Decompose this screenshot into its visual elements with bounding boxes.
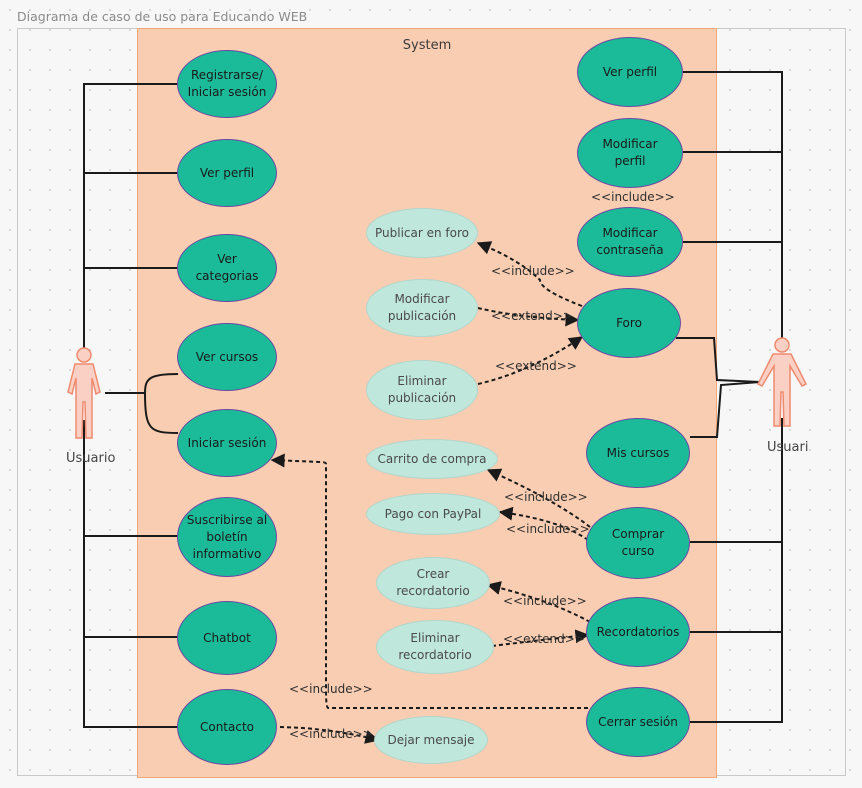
dependency-connectors: [270, 241, 591, 744]
assoc-usuario-iniciar-sesion[interactable]: [144, 392, 179, 434]
right-actor-associations: [676, 71, 783, 723]
use-case-crear-recordatorio[interactable]: Crear recordatorio: [376, 557, 490, 609]
link-modificar-pub-foro[interactable]: [477, 307, 580, 327]
include-label: <<include>>: [591, 190, 675, 204]
use-case-publicar-foro[interactable]: Publicar en foro: [366, 208, 478, 258]
use-case-modificar-perfil[interactable]: Modificar perfil: [577, 118, 683, 188]
link-comprar-carrito[interactable]: [486, 468, 591, 528]
link-contacto-mensaje[interactable]: [279, 726, 380, 744]
use-case-cerrar-sesion[interactable]: Cerrar sesión: [586, 687, 690, 757]
diagram-title: Diagrama de caso de uso para Educando WE…: [17, 9, 308, 24]
use-case-ver-categorias[interactable]: Ver categorias: [177, 234, 277, 302]
usuario-actor-label: Usuario: [66, 451, 116, 466]
assoc-usuario-ver-cursos[interactable]: [105, 373, 179, 394]
extend-label: <<extend>>: [503, 632, 585, 646]
usuari-actor-label: Usuari: [767, 440, 809, 455]
use-case-foro[interactable]: Foro: [577, 288, 681, 358]
use-case-carrito-compra[interactable]: Carrito de compra: [366, 439, 498, 479]
assoc-usuario-registrarse[interactable]: [83, 83, 178, 362]
link-cerrar-iniciar[interactable]: [270, 453, 588, 709]
assoc-usuario-chatbot[interactable]: [83, 536, 178, 638]
use-case-suscribirse[interactable]: Suscribirse al boletín informativo: [177, 497, 277, 577]
use-case-comprar-curso[interactable]: Comprar curso: [586, 507, 690, 579]
include-label: <<include>>: [504, 490, 588, 504]
extend-label: <<extend>>: [491, 309, 573, 323]
include-label: <<include>>: [289, 727, 373, 741]
include-label: <<include>>: [506, 522, 590, 536]
use-case-chatbot[interactable]: Chatbot: [177, 601, 277, 675]
use-case-iniciar-sesion[interactable]: Iniciar sesión: [177, 409, 277, 477]
use-case-pago-paypal[interactable]: Pago con PayPal: [366, 493, 500, 535]
include-label: <<include>>: [289, 682, 373, 696]
assoc-usuari-foro[interactable]: [676, 337, 761, 383]
link-comprar-paypal[interactable]: [498, 506, 589, 541]
include-label: <<include>>: [503, 594, 587, 608]
use-case-modificar-contrasena[interactable]: Modificar contraseña: [577, 207, 683, 277]
link-foro-publicar[interactable]: [476, 241, 583, 307]
left-actor-associations: [83, 83, 179, 728]
include-label: <<include>>: [491, 264, 575, 278]
assoc-usuari-ver-perfil[interactable]: [683, 71, 783, 338]
assoc-usuari-cerrar-sesion[interactable]: [690, 632, 783, 723]
use-case-contacto[interactable]: Contacto: [177, 689, 277, 765]
usuari-actor-icon[interactable]: [756, 337, 808, 427]
link-recordatorios-crear[interactable]: [486, 581, 591, 623]
use-case-eliminar-publicacion[interactable]: Eliminar publicación: [366, 360, 478, 420]
use-case-eliminar-recordatorio[interactable]: Eliminar recordatorio: [376, 620, 494, 674]
assoc-usuario-contacto[interactable]: [83, 637, 178, 728]
usuario-actor-icon[interactable]: [67, 347, 101, 439]
use-case-registrarse[interactable]: Registrarse/ Iniciar sesión: [177, 50, 277, 118]
use-case-dejar-mensaje[interactable]: Dejar mensaje: [374, 716, 488, 764]
use-case-ver-cursos[interactable]: Ver cursos: [177, 323, 277, 391]
link-eliminar-rec-recordatorios[interactable]: [491, 629, 590, 647]
assoc-usuari-mis-cursos[interactable]: [690, 381, 761, 438]
assoc-usuari-recordatorios[interactable]: [690, 542, 783, 633]
use-case-ver-perfil-right[interactable]: Ver perfil: [577, 37, 683, 107]
use-case-modificar-publicacion[interactable]: Modificar publicación: [366, 279, 478, 337]
extend-label: <<extend>>: [495, 359, 577, 373]
use-case-recordatorios[interactable]: Recordatorios: [586, 597, 690, 667]
use-case-ver-perfil-left[interactable]: Ver perfil: [177, 139, 277, 207]
link-eliminar-pub-foro[interactable]: [477, 336, 584, 385]
system-label: System: [402, 38, 452, 53]
assoc-usuario-suscribirse[interactable]: [83, 420, 178, 537]
use-case-mis-cursos[interactable]: Mis cursos: [586, 418, 690, 488]
